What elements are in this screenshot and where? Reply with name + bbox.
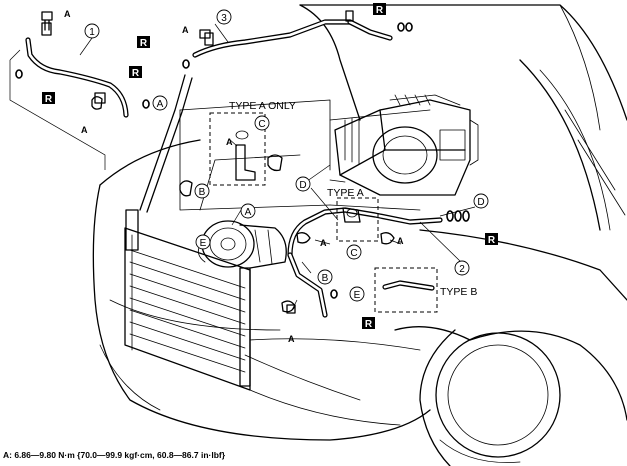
callout-b-top-text: B: [199, 187, 206, 198]
callout-c-type-a: C: [346, 244, 362, 260]
type-b-label: TYPE B: [440, 286, 477, 298]
callout-c-top: C: [254, 115, 270, 131]
callout-e-lower-text: E: [354, 290, 361, 301]
callout-e-compressor: E: [195, 234, 211, 250]
part-number-3: 3: [216, 9, 232, 25]
hvac-unit: [329, 94, 479, 196]
torque-mark-a-7: A: [288, 334, 295, 344]
callout-a-compressor: A: [240, 203, 256, 219]
type-a-only-label: TYPE A ONLY: [229, 100, 296, 112]
callout-d-right: D: [473, 193, 489, 209]
brackets: [41, 10, 395, 313]
type-a-label: TYPE A: [327, 187, 364, 199]
o-rings: [15, 22, 470, 299]
callout-e-compressor-text: E: [200, 238, 207, 249]
callout-a-left: A: [152, 95, 168, 111]
torque-mark-a-5: A: [320, 238, 327, 248]
tag-r-3-text: R: [140, 38, 148, 49]
vehicle-body-outline: [92, 4, 627, 466]
torque-specification-note: A: 6.86—9.80 N·m {70.0—99.9 kgf·cm, 60.8…: [3, 450, 226, 460]
torque-mark-a-2: A: [81, 125, 88, 135]
tag-r-1-text: R: [45, 94, 53, 105]
detail-box-type-a: [336, 197, 379, 242]
torque-mark-a-1: A: [64, 9, 71, 19]
tag-r-2-text: R: [132, 68, 140, 79]
callout-c-type-a-text: C: [350, 248, 357, 259]
detail-box-type-a-only: [209, 112, 266, 186]
callout-e-lower: E: [349, 286, 365, 302]
tag-r-4-text: R: [376, 5, 384, 16]
callout-c-top-text: C: [258, 119, 265, 130]
callout-a-compressor-text: A: [245, 207, 252, 218]
part-number-1: 1: [84, 23, 100, 39]
tag-r-3: R: [137, 36, 150, 49]
part-number-1-text: 1: [89, 27, 95, 38]
callout-a-left-text: A: [157, 99, 164, 110]
torque-mark-a-6: A: [397, 236, 404, 246]
refrigerant-lines: [25, 19, 443, 318]
callout-b-lower-text: B: [322, 273, 329, 284]
callout-b-top: B: [194, 183, 210, 199]
tag-r-4: R: [373, 3, 386, 16]
part-number-3-text: 3: [221, 13, 227, 24]
callout-b-lower: B: [317, 269, 333, 285]
tag-r-6: R: [362, 317, 375, 330]
condenser: [124, 209, 251, 391]
detail-box-type-b: [374, 267, 438, 313]
torque-mark-a-4: A: [226, 137, 233, 147]
tag-r-1: R: [42, 92, 55, 105]
tag-r-5-text: R: [488, 235, 496, 246]
torque-mark-a-3: A: [182, 25, 189, 35]
tag-r-2: R: [129, 66, 142, 79]
callout-d-right-text: D: [477, 197, 484, 208]
part-number-2-text: 2: [459, 264, 465, 275]
tag-r-5: R: [485, 233, 498, 246]
callout-d-left: D: [295, 176, 311, 192]
callout-d-left-text: D: [299, 180, 306, 191]
tag-r-6-text: R: [365, 319, 373, 330]
bolt-icons: [41, 11, 296, 314]
part-number-2: 2: [454, 260, 470, 276]
ac-compressor: [197, 220, 287, 269]
